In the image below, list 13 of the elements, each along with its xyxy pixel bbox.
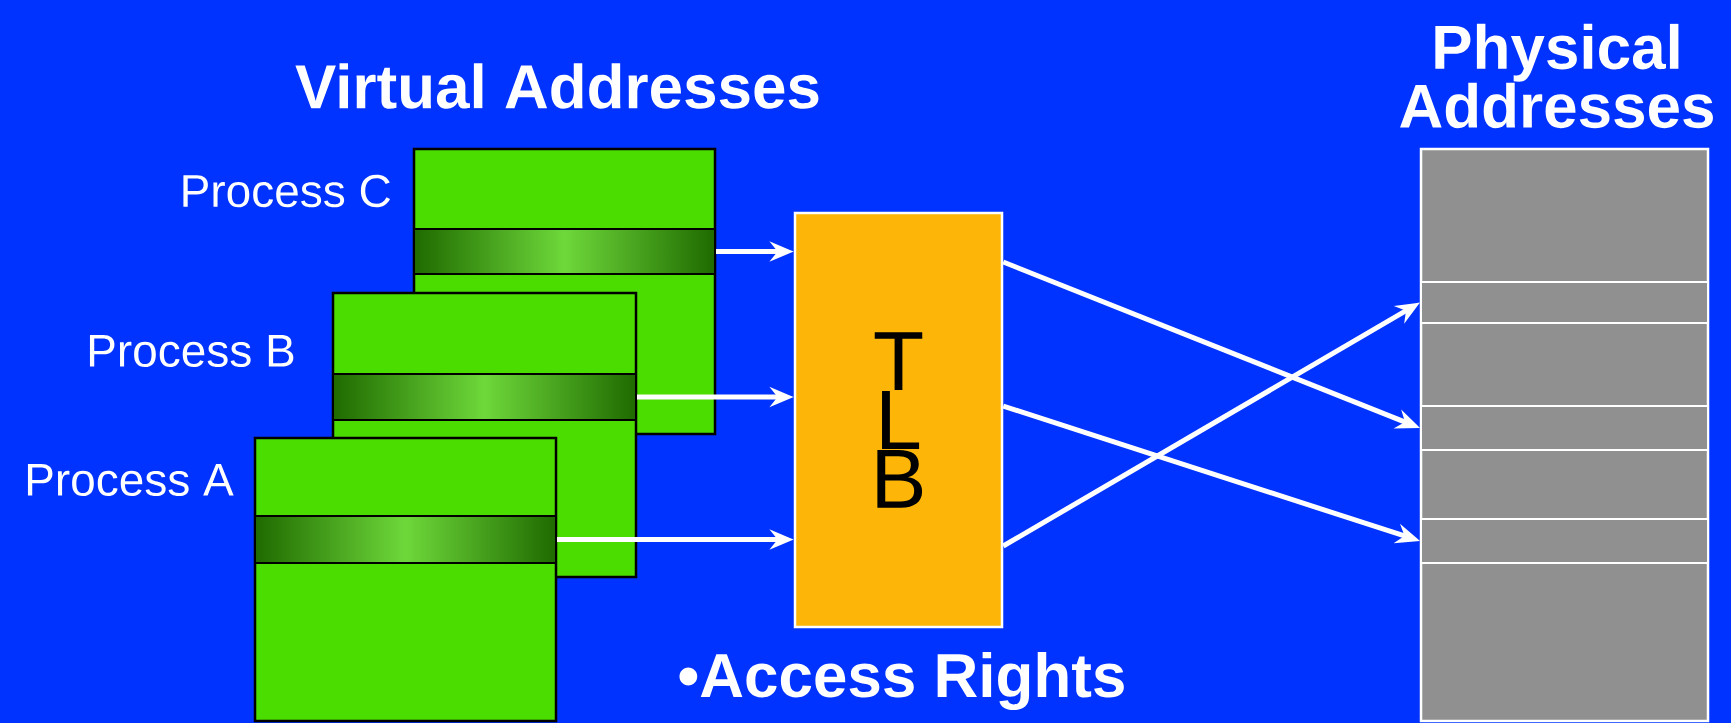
frame-box — [1420, 518, 1709, 564]
page-strip — [254, 515, 557, 564]
heading: Virtual Addresses — [295, 63, 819, 109]
process-label: Process B — [89, 334, 294, 368]
frame-box — [1420, 405, 1709, 451]
process-label: Process C — [183, 174, 390, 208]
process-label: Process A — [27, 463, 234, 497]
tlb-box: T L B — [793, 211, 1004, 629]
heading: Physical Addresses — [1400, 23, 1713, 129]
page-strip — [332, 373, 637, 421]
frame-box — [1420, 281, 1709, 324]
bullet-text: •Access Rights — [679, 652, 1124, 711]
page-strip — [413, 228, 716, 275]
